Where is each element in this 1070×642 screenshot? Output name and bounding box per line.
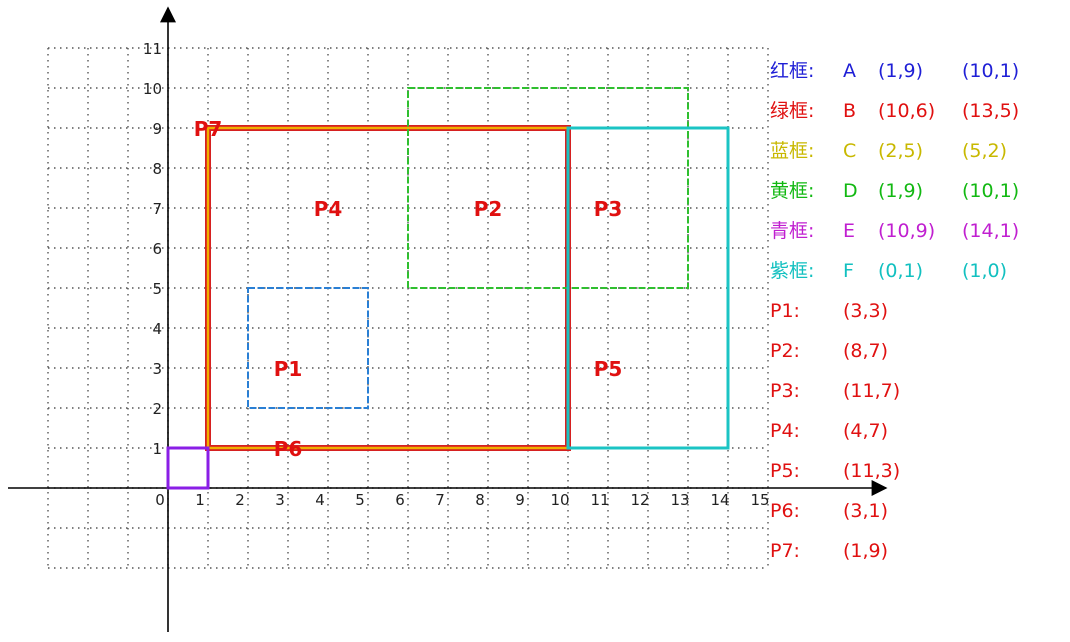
legend-coord-1: (10,6) xyxy=(878,100,935,122)
legend-label: P5: xyxy=(770,460,800,482)
point-label-p7: P7 xyxy=(194,117,223,141)
legend-row: P1: (3,3) xyxy=(770,300,888,322)
legend-row: 紫框: F (0,1) (1,0) xyxy=(770,260,1007,282)
y-tick-label: 8 xyxy=(152,160,162,178)
legend-row: P7: (1,9) xyxy=(770,540,888,562)
y-tick-label: 2 xyxy=(152,400,162,418)
legend-row: P2: (8,7) xyxy=(770,340,888,362)
legend-letter: E xyxy=(843,220,855,242)
x-tick-label: 13 xyxy=(670,491,689,509)
x-tick-label: 6 xyxy=(395,491,405,509)
x-tick-label: 10 xyxy=(550,491,569,509)
legend-coord-1: (1,9) xyxy=(878,180,923,202)
y-tick-label: 1 xyxy=(152,440,162,458)
legend-coord-1: (1,9) xyxy=(878,60,923,82)
legend-label: P2: xyxy=(770,340,800,362)
point-label-p4: P4 xyxy=(314,197,343,221)
legend-letter: D xyxy=(843,180,858,202)
legend-label: 绿框: xyxy=(770,100,814,122)
legend-coord-2: (5,2) xyxy=(962,140,1007,162)
x-tick-label: 5 xyxy=(355,491,365,509)
legend-coord-1: (3,1) xyxy=(843,500,888,522)
legend-row: P6: (3,1) xyxy=(770,500,888,522)
point-label-p2: P2 xyxy=(474,197,503,221)
x-tick-label: 4 xyxy=(315,491,325,509)
x-tick-label: 15 xyxy=(750,491,769,509)
legend-coord-2: (10,1) xyxy=(962,180,1019,202)
purple-box xyxy=(166,446,210,490)
legend-coord-1: (1,9) xyxy=(843,540,888,562)
legend-letter: B xyxy=(843,100,856,122)
y-tick-label: 4 xyxy=(152,320,162,338)
legend-label: 蓝框: xyxy=(770,140,814,162)
cyan-box xyxy=(566,126,730,450)
legend-coord-1: (8,7) xyxy=(843,340,888,362)
y-tick-label: 5 xyxy=(152,280,162,298)
x-tick-label: 7 xyxy=(435,491,445,509)
legend-row: 黄框: D (1,9) (10,1) xyxy=(770,180,1019,202)
point-label-p5: P5 xyxy=(594,357,623,381)
point-label-p1: P1 xyxy=(274,357,303,381)
green-box xyxy=(407,87,689,289)
x-tick-label: 8 xyxy=(475,491,485,509)
legend-letter: C xyxy=(843,140,856,162)
point-label-p3: P3 xyxy=(594,197,623,221)
x-tick-label: 0 xyxy=(155,491,165,509)
legend-row: P4: (4,7) xyxy=(770,420,888,442)
legend-label: 青框: xyxy=(770,220,814,242)
y-tick-label: 6 xyxy=(152,240,162,258)
legend-label: P7: xyxy=(770,540,800,562)
legend-coord-1: (0,1) xyxy=(878,260,923,282)
x-tick-label: 12 xyxy=(630,491,649,509)
legend-coord-1: (2,5) xyxy=(878,140,923,162)
x-tick-label: 2 xyxy=(235,491,245,509)
x-tick-label: 11 xyxy=(590,491,609,509)
rectangles xyxy=(166,87,730,490)
y-tick-label: 9 xyxy=(152,120,162,138)
legend-coord-1: (10,9) xyxy=(878,220,935,242)
y-tick-label: 3 xyxy=(152,360,162,378)
legend-row: P3: (11,7) xyxy=(770,380,900,402)
legend-row: 蓝框: C (2,5) (5,2) xyxy=(770,140,1007,162)
legend-label: P6: xyxy=(770,500,800,522)
x-tick-label: 14 xyxy=(710,491,729,509)
legend-coord-2: (13,5) xyxy=(962,100,1019,122)
y-tick-label: 7 xyxy=(152,200,162,218)
legend-row: 绿框: B (10,6) (13,5) xyxy=(770,100,1019,122)
legend: 红框: A (1,9) (10,1) 绿框: B (10,6) (13,5) 蓝框: C (2,5)… xyxy=(770,60,1019,562)
legend-row: 青框: E (10,9) (14,1) xyxy=(770,220,1019,242)
y-tick-label: 11 xyxy=(143,40,162,58)
x-tick-label: 1 xyxy=(195,491,205,509)
legend-row: P5: (11,3) xyxy=(770,460,900,482)
legend-label: P1: xyxy=(770,300,800,322)
x-tick-label: 3 xyxy=(275,491,285,509)
point-label-p6: P6 xyxy=(274,437,303,461)
legend-coord-1: (3,3) xyxy=(843,300,888,322)
legend-coord-2: (1,0) xyxy=(962,260,1007,282)
legend-coord-1: (11,7) xyxy=(843,380,900,402)
y-tick-label: 10 xyxy=(143,80,162,98)
legend-letter: F xyxy=(843,260,854,282)
blue-box xyxy=(247,287,369,409)
x-tick-label: 9 xyxy=(515,491,525,509)
legend-coord-2: (14,1) xyxy=(962,220,1019,242)
legend-label: 黄框: xyxy=(770,180,814,202)
legend-coord-1: (4,7) xyxy=(843,420,888,442)
legend-label: 紫框: xyxy=(770,260,814,282)
legend-label: P4: xyxy=(770,420,800,442)
legend-label: 红框: xyxy=(770,60,814,82)
legend-row: 红框: A (1,9) (10,1) xyxy=(770,60,1019,82)
legend-letter: A xyxy=(843,60,856,82)
legend-coord-2: (10,1) xyxy=(962,60,1019,82)
legend-coord-1: (11,3) xyxy=(843,460,900,482)
legend-label: P3: xyxy=(770,380,800,402)
axes xyxy=(8,6,888,632)
